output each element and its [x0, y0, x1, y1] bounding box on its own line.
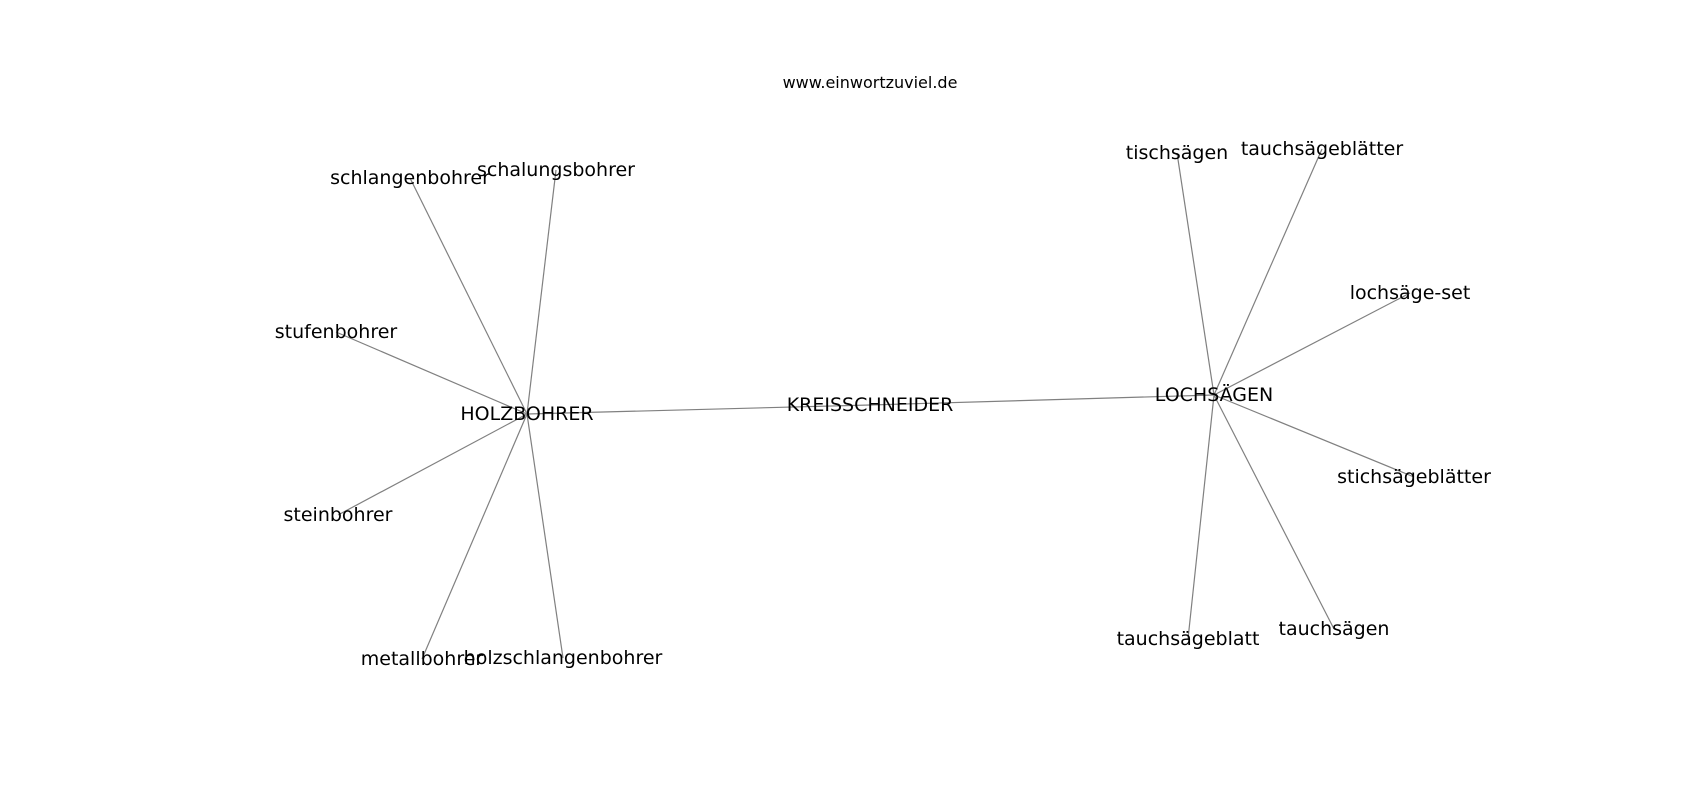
- node-label-tauchsaegeblaetter: tauchsägeblätter: [1241, 138, 1403, 160]
- node-label-schlangenbohrer: schlangenbohrer: [330, 167, 490, 189]
- edge-lochsaegen-stichsaegeblaetter: [1213, 394, 1415, 478]
- node-label-lochsaegen: LOCHSÄGEN: [1155, 383, 1273, 406]
- node-label-schalungsbohrer: schalungsbohrer: [477, 159, 635, 181]
- node-label-holzbohrer: HOLZBOHRER: [460, 403, 593, 425]
- edge-holzbohrer-metallbohrer: [421, 413, 528, 660]
- node-label-tauchsaegeblatt: tauchsägeblatt: [1117, 628, 1260, 650]
- edge-lochsaegen-lochsaege-set: [1213, 292, 1411, 396]
- edge-lochsaegen-tischsaegen: [1176, 152, 1215, 396]
- node-label-group: KREISSCHNEIDER HOLZBOHRER LOCHSÄGEN schlang…: [275, 138, 1491, 670]
- node-label-kreisschneider: KREISSCHNEIDER: [787, 394, 954, 416]
- edge-holzbohrer-stufenbohrer: [335, 331, 528, 415]
- edge-holzbohrer-steinbohrer: [337, 413, 528, 516]
- node-label-tauchsaegen: tauchsägen: [1279, 618, 1390, 640]
- edge-lochsaegen-tauchsaegeblatt: [1187, 394, 1215, 640]
- node-label-holzschlangenbohrer: holzschlangenbohrer: [464, 647, 663, 669]
- edge-holzbohrer-kreisschneider: [526, 404, 871, 415]
- node-label-lochsaege-set: lochsäge-set: [1350, 282, 1471, 304]
- node-label-stufenbohrer: stufenbohrer: [275, 321, 398, 343]
- node-label-tischsaegen: tischsägen: [1126, 142, 1228, 164]
- source-label: www.einwortzuviel.de: [783, 73, 958, 92]
- edge-group: [335, 148, 1415, 660]
- node-label-stichsaegeblaetter: stichsägeblätter: [1337, 466, 1491, 488]
- edge-lochsaegen-tauchsaegeblaetter: [1213, 148, 1323, 396]
- node-label-metallbohrer: metallbohrer: [361, 648, 484, 670]
- edge-holzbohrer-schlangenbohrer: [409, 177, 528, 415]
- edge-holzbohrer-holzschlangenbohrer: [526, 413, 564, 659]
- node-label-steinbohrer: steinbohrer: [284, 504, 393, 526]
- edge-holzbohrer-schalungsbohrer: [526, 169, 557, 415]
- edge-kreisschneider-lochsaegen: [869, 394, 1215, 406]
- edge-lochsaegen-tauchsaegen: [1213, 394, 1335, 630]
